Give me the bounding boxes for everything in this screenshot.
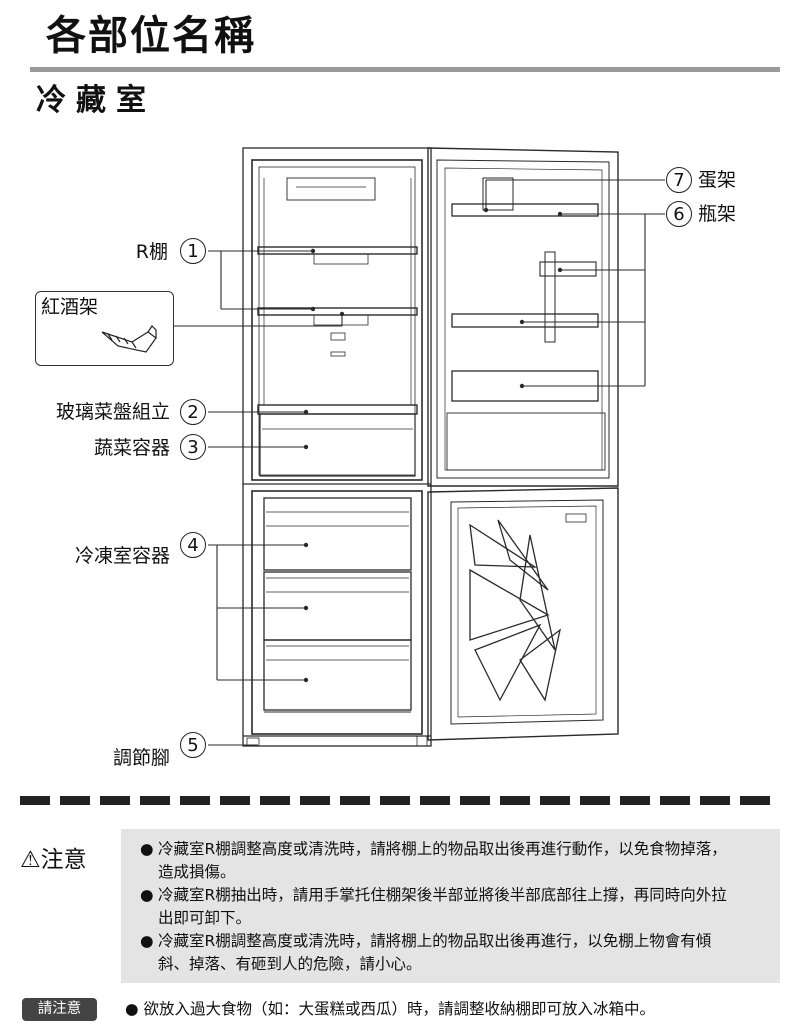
bullet-icon: ● <box>140 886 154 904</box>
fridge-diagram <box>174 147 665 747</box>
vegetable-box <box>259 413 416 477</box>
callout-number-3: 3 <box>180 434 206 460</box>
callout-number-1: 1 <box>180 238 206 264</box>
wine-rack-callout-box: 紅酒架 <box>35 291 174 366</box>
notice-text: ● 欲放入過大食物（如：大蛋糕或西瓜）時，請調整收納棚即可放入冰箱中。 <box>125 1000 655 1018</box>
glass-tray <box>257 404 418 415</box>
wine-rack-label: 紅酒架 <box>41 296 99 318</box>
r-shelf-upper <box>257 246 418 265</box>
callout-number-5: 5 <box>180 732 206 758</box>
callout-number-2: 2 <box>180 399 206 425</box>
caution-item: ● 冷藏室R棚調整高度或清洗時，請將棚上的物品取出後再進行，以免棚上物會有傾斜、… <box>140 930 733 976</box>
caution-item-text: 冷藏室R棚抽出時，請用手掌托住棚架後半部並將後半部底部往上撐，再同時向外拉出即可… <box>158 886 727 927</box>
freezer-drawer-2 <box>263 571 412 641</box>
caution-title: 注意 <box>40 847 87 873</box>
vegetable-box-label: 蔬菜容器 <box>93 437 170 459</box>
freezer-box-label: 冷凍室容器 <box>74 545 170 567</box>
fridge-door <box>427 147 619 487</box>
bullet-icon: ● <box>140 932 154 950</box>
callout-number-7: 7 <box>666 167 692 193</box>
caution-item-text: 冷藏室R棚調整高度或清洗時，請將棚上的物品取出後再進行，以免棚上物會有傾斜、掉落… <box>158 932 712 973</box>
bottle-rack-2 <box>451 313 599 328</box>
notice-badge: 請注意 <box>22 998 97 1021</box>
door-divider <box>544 251 556 343</box>
caution-item: ● 冷藏室R棚調整高度或清洗時，請將棚上的物品取出後再進行動作，以免食物掉落，造… <box>140 838 733 884</box>
bullet-icon: ● <box>140 840 154 858</box>
caution-item-text: 冷藏室R棚調整高度或清洗時，請將棚上的物品取出後再進行動作，以免食物掉落，造成損… <box>158 840 727 881</box>
adjust-foot-label: 調節腳 <box>112 747 170 769</box>
dashed-divider <box>20 796 780 805</box>
caution-heading: ⚠注意 <box>20 845 87 875</box>
caution-panel <box>121 829 780 983</box>
r-shelf-label: R棚 <box>135 241 168 263</box>
caution-item: ● 冷藏室R棚抽出時，請用手掌托住棚架後半部並將後半部底部往上撐，再同時向外拉出… <box>140 884 733 930</box>
leader-lines <box>174 179 665 746</box>
warning-icon: ⚠ <box>20 847 41 873</box>
title-divider <box>30 67 780 72</box>
page-title: 各部位名稱 <box>46 13 256 59</box>
bottle-rack-1 <box>451 203 599 217</box>
r-shelf-lower <box>257 307 418 326</box>
bottle-rack-label: 瓶架 <box>698 203 737 225</box>
freezer-interior <box>251 490 423 735</box>
snowflake-icon <box>469 519 561 702</box>
wine-rack-icon <box>101 325 157 353</box>
glass-tray-label: 玻璃菜盤組立 <box>55 401 170 423</box>
callout-number-6: 6 <box>666 201 692 227</box>
egg-rack-label: 蛋架 <box>698 169 737 191</box>
freezer-door <box>427 487 619 741</box>
adjust-foot <box>246 737 260 747</box>
callout-number-4: 4 <box>180 532 206 558</box>
freezer-drawer-3 <box>263 639 412 711</box>
fridge-interior <box>251 159 423 481</box>
freezer-drawer-1 <box>263 497 412 571</box>
section-title: 冷藏室 <box>36 83 156 118</box>
egg-rack <box>482 177 514 211</box>
